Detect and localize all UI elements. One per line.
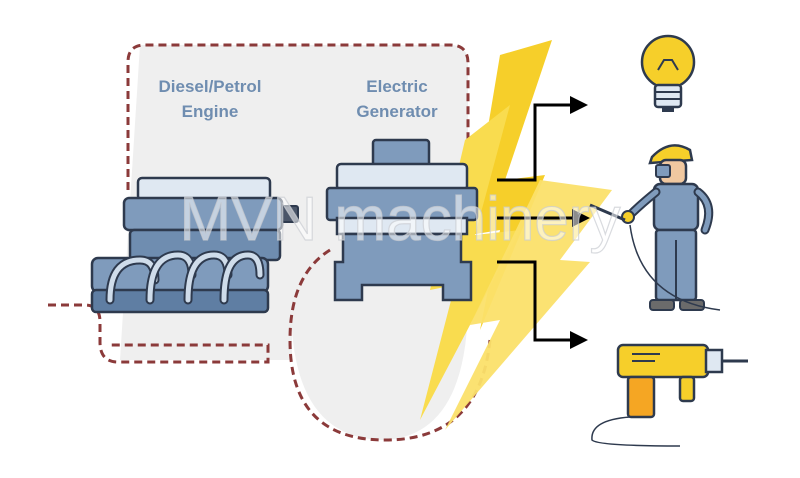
arrowhead-bulb	[570, 96, 588, 114]
power-drill-icon	[591, 343, 748, 447]
engine-label-line2: Engine	[182, 102, 239, 121]
dashed-power-loop	[288, 248, 492, 442]
arrowhead-drill	[570, 331, 588, 349]
generator-icon	[325, 138, 479, 302]
generator-label-line1: Electric	[366, 77, 427, 96]
generator-label-line2: Generator	[356, 102, 438, 121]
arrowhead-worker	[572, 209, 590, 227]
welder-worker-icon	[589, 144, 721, 311]
dashed-boundary	[126, 43, 470, 250]
engine-icon	[90, 176, 299, 314]
arrow-to-drill	[497, 260, 575, 342]
output-arrows	[497, 103, 577, 342]
watermark-text: MVN machinery	[180, 185, 621, 254]
arrow-to-bulb	[497, 103, 575, 182]
engine-label-line1: Diesel/Petrol	[159, 77, 262, 96]
light-bulb-icon	[640, 34, 696, 112]
